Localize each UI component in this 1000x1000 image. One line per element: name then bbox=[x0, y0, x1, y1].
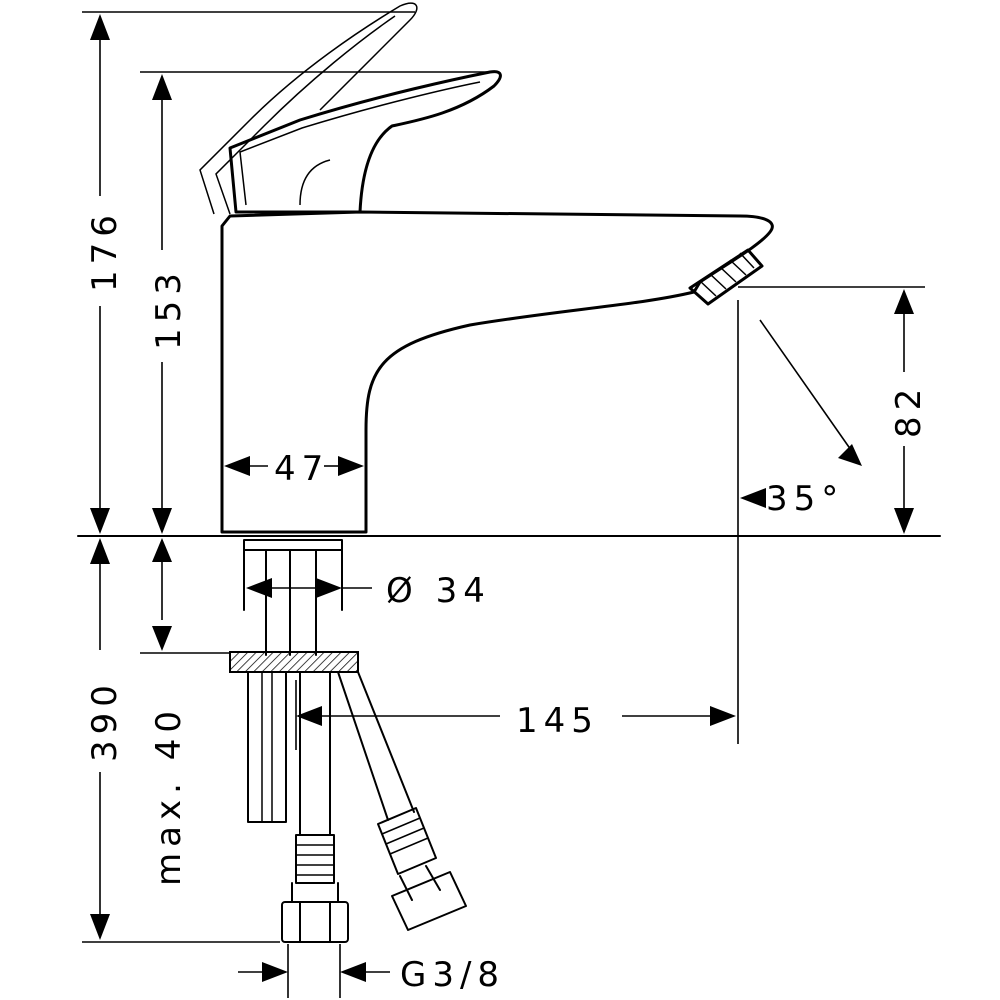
supply-hose-2 bbox=[337, 671, 467, 931]
dimension-spout-angle bbox=[737, 300, 862, 744]
dimension-145-label: 145 bbox=[516, 701, 599, 741]
faucet-body bbox=[220, 210, 774, 534]
dimension-body-width bbox=[224, 456, 364, 476]
dimension-153-label: 153 bbox=[149, 267, 189, 350]
dimension-spout-height bbox=[140, 71, 490, 534]
dimension-projection bbox=[295, 680, 736, 750]
fixing-nut bbox=[229, 651, 359, 673]
dimension-47-label: 47 bbox=[274, 449, 329, 489]
dimension-hose-length bbox=[82, 538, 280, 943]
dimension-max40-label: max. 40 bbox=[149, 705, 189, 886]
mounting-shank bbox=[243, 539, 343, 656]
dimension-outlet-height bbox=[738, 286, 925, 534]
aerator bbox=[688, 248, 764, 306]
dimension-connection bbox=[238, 944, 390, 998]
dimension-overall-height bbox=[82, 11, 415, 534]
lever-handle bbox=[228, 70, 502, 214]
dimension-390-label: 390 bbox=[85, 679, 125, 762]
threaded-rod bbox=[247, 671, 287, 823]
lever-handle-phantom bbox=[199, 2, 418, 215]
dimension-82-label: 82 bbox=[889, 383, 929, 438]
dimension-max-thickness bbox=[140, 538, 230, 654]
supply-hose-1 bbox=[281, 671, 349, 943]
dimension-g38-label: G3/8 bbox=[400, 955, 505, 995]
dimension-176-label: 176 bbox=[85, 209, 125, 292]
dimension-shank-diameter bbox=[246, 578, 372, 598]
dimension-34-label: Ø 34 bbox=[386, 571, 491, 611]
dimension-35-label: 35° bbox=[766, 479, 844, 519]
